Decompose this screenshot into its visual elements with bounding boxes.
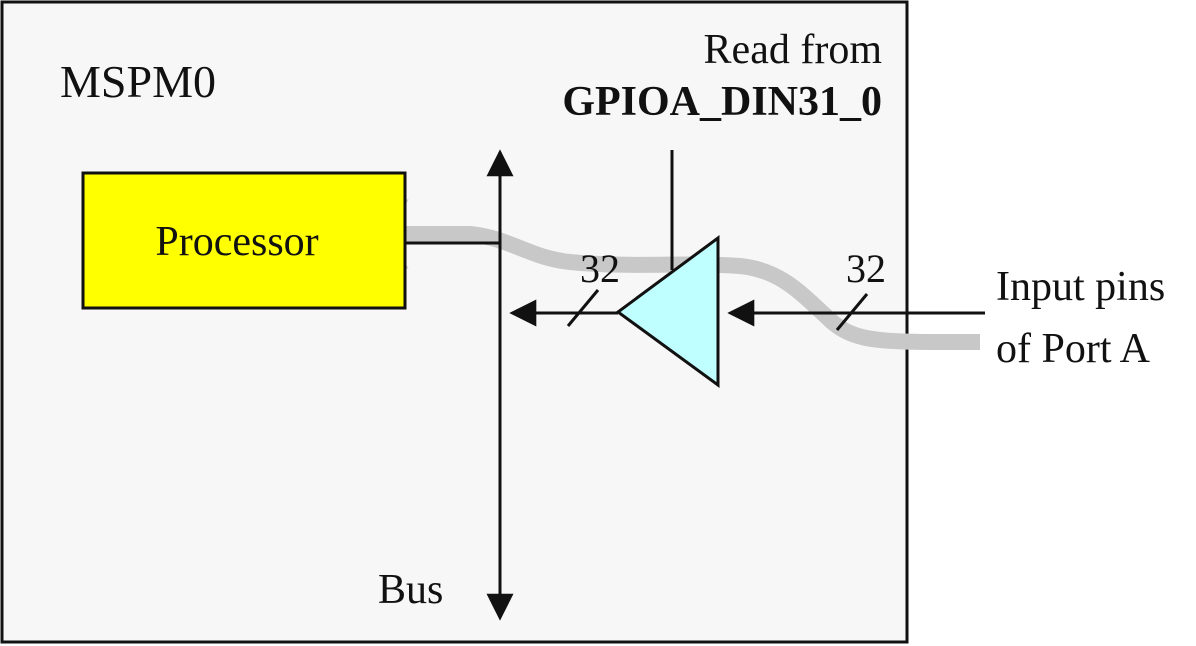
processor-block [81,171,407,310]
register-caption-line1: Read from [704,27,883,73]
register-caption-line2: GPIOA_DIN31_0 [562,79,882,125]
input-pins-label-line2: of Port A [996,326,1151,372]
chip-label: MSPM0 [60,56,216,107]
data-flow-path [338,198,980,350]
bus-width-slash-out [566,289,600,327]
bus-label: Bus [378,567,443,613]
mspm0-chip-box [0,0,909,644]
processor-label: Processor [155,219,318,265]
bus-width-slash-in [835,293,869,331]
input-pins-label-line1: Input pins [996,264,1165,310]
bus-width-in-label: 32 [846,246,886,291]
bus-width-out-label: 32 [580,246,620,291]
input-buffer [615,235,720,388]
